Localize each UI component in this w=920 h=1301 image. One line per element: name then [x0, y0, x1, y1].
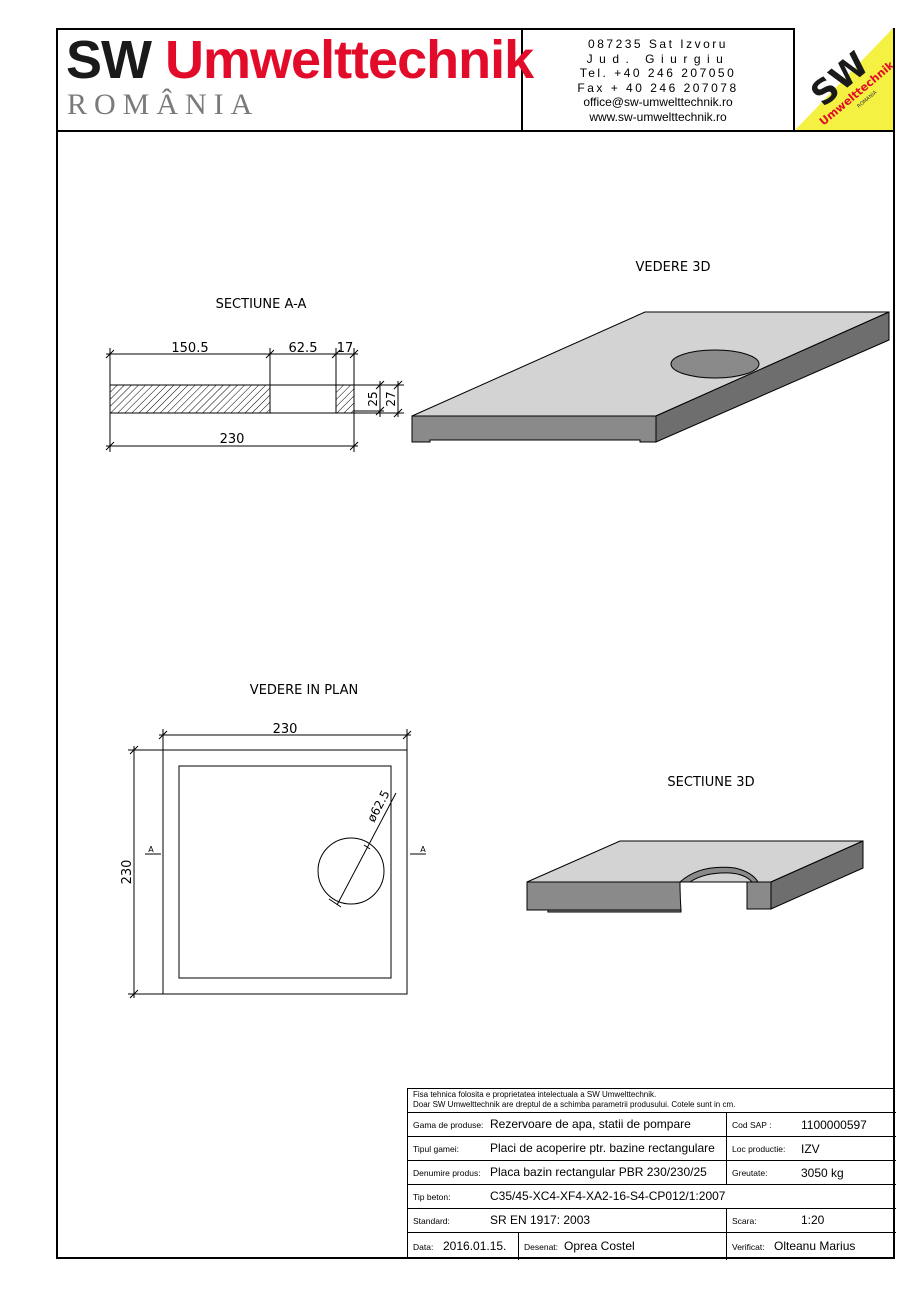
data-value: 2016.01.15. [443, 1239, 507, 1253]
data-label: Data: [413, 1242, 434, 1252]
plan-view-title: VEDERE IN PLAN [250, 683, 358, 698]
email-link[interactable]: office@sw-umwelttechnik.ro [583, 95, 733, 110]
logo-name-text: Umwelttechnik [165, 30, 534, 90]
dim-27: 27 [384, 391, 398, 406]
logo-country-text: ROMÂNIA [67, 88, 260, 121]
plan-dim-hole: ø62.5 [364, 788, 392, 825]
plan-dim-width: 230 [273, 722, 298, 737]
cod-sap-value: 1100000597 [801, 1118, 867, 1132]
tip-beton-value: C35/45-XC4-XF4-XA2-16-S4-CP012/1:2007 [490, 1189, 726, 1203]
dim-17: 17 [337, 341, 354, 356]
section-aa-drawing [105, 348, 404, 452]
section-mark-right: A [420, 845, 426, 854]
greutate-value: 3050 kg [801, 1166, 844, 1180]
company-logo: SW Umwelttechnik ROMÂNIA [56, 28, 534, 130]
dim-150-5: 150.5 [171, 341, 208, 356]
tip-gama-value: Placi de acoperire ptr. bazine rectangul… [490, 1141, 715, 1155]
address-line: 087235 Sat Izvoru [588, 37, 728, 51]
denumire-value: Placa bazin rectangular PBR 230/230/25 [490, 1165, 707, 1179]
header: SW Umwelttechnik ROMÂNIA 087235 Sat Izvo… [56, 28, 895, 132]
dim-62-5: 62.5 [289, 341, 318, 356]
tip-gama-label: Tipul gamei: [413, 1144, 459, 1154]
contact-block: 087235 Sat Izvoru Jud. Giurgiu Tel. +40 … [523, 28, 795, 130]
gama-label: Gama de produse: [413, 1120, 484, 1130]
section-aa-title: SECTIUNE A-A [216, 297, 307, 312]
desenat-value: Oprea Costel [564, 1239, 635, 1253]
title-block-row [408, 1232, 896, 1233]
dim-230-section: 230 [220, 432, 245, 447]
plan-dim-height: 230 [120, 860, 135, 885]
brand-badge: SW Umwelttechnik ROMANIA [795, 28, 893, 130]
title-block-row [408, 1136, 896, 1137]
title-block-note-rights: Doar SW Umwelttechnik are dreptul de a s… [413, 1100, 736, 1109]
fax-line: Fax + 40 246 207078 [577, 80, 739, 95]
website-link[interactable]: www.sw-umwelttechnik.ro [589, 109, 727, 124]
desenat-label: Desenat: [524, 1242, 559, 1252]
title-block-row [408, 1184, 896, 1185]
scara-value: 1:20 [801, 1213, 825, 1227]
loc-productie-label: Loc productie: [732, 1144, 786, 1154]
section-mark-left: A [148, 845, 154, 854]
greutate-label: Greutate: [732, 1168, 768, 1178]
slab-section-3d [526, 840, 864, 913]
gama-value: Rezervoare de apa, statii de pompare [490, 1117, 691, 1131]
slab-3d-view [411, 311, 890, 443]
title-block: Fisa tehnica folosita e proprietatea int… [407, 1088, 896, 1260]
scara-label: Scara: [732, 1216, 757, 1226]
standard-value: SR EN 1917: 2003 [490, 1213, 591, 1227]
title-block-row [408, 1208, 896, 1209]
county-line: Jud. Giurgiu [586, 51, 730, 66]
verificat-label: Verificat: [732, 1242, 765, 1252]
dim-25: 25 [366, 391, 380, 406]
drawing-sheet-frame [56, 28, 895, 1259]
loc-productie-value: IZV [801, 1142, 820, 1156]
standard-label: Standard: [413, 1216, 450, 1226]
badge-logo-icon: SW Umwelttechnik ROMANIA [795, 28, 893, 130]
phone-line: Tel. +40 246 207050 [579, 66, 737, 81]
tip-beton-label: Tip beton: [413, 1192, 451, 1202]
section-3d-title: SECTIUNE 3D [667, 775, 754, 790]
denumire-label: Denumire produs: [413, 1168, 481, 1178]
verificat-value: Olteanu Marius [774, 1239, 856, 1253]
title-block-row [408, 1160, 896, 1161]
title-block-note-ownership: Fisa tehnica folosita e proprietatea int… [413, 1090, 657, 1099]
view-3d-title: VEDERE 3D [636, 260, 711, 275]
cod-sap-label: Cod SAP : [732, 1120, 772, 1130]
title-block-row [408, 1112, 896, 1113]
plan-view-drawing [128, 729, 426, 999]
logo-sw-text: SW [66, 30, 152, 90]
